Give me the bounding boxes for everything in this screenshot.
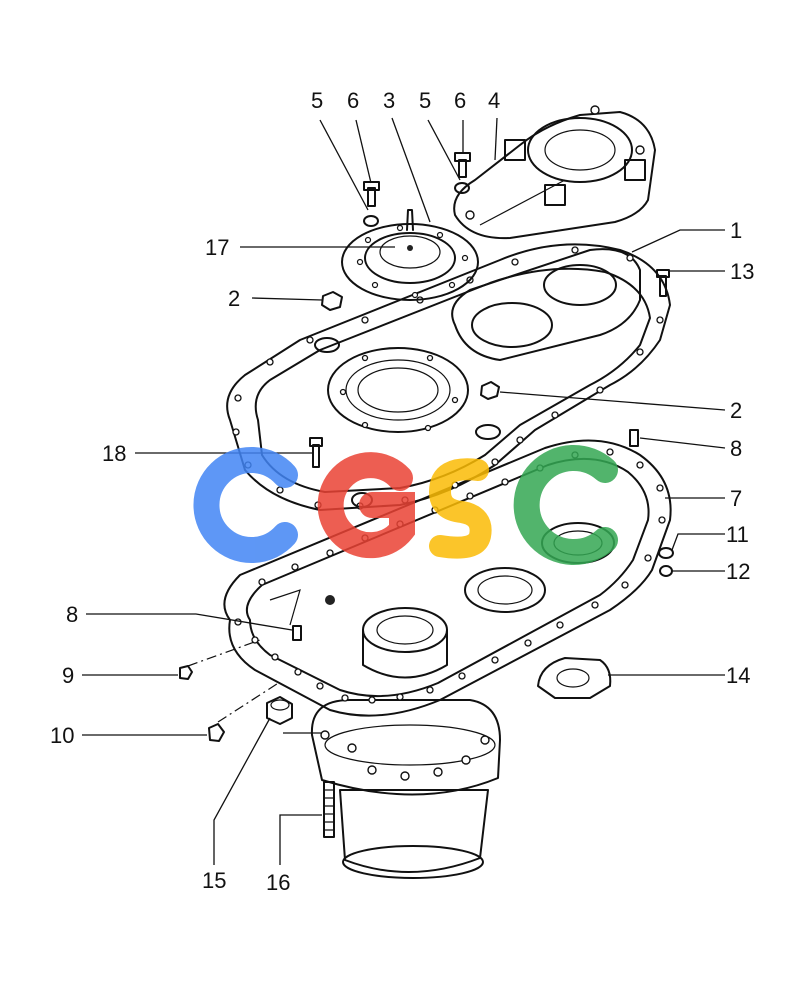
- callout-16: 16: [266, 870, 290, 895]
- alignment-line-9: [187, 639, 261, 667]
- bolt-part-6-left: [363, 181, 380, 207]
- gasket-part-14: [537, 657, 612, 699]
- bearing-cover-part-17: [341, 209, 479, 301]
- stud-part-16: [323, 781, 335, 838]
- nut-part-2-right: [480, 381, 500, 400]
- bolt-part-13: [656, 269, 670, 297]
- nut-part-2-left: [321, 291, 343, 311]
- callout-8-lower: 8: [66, 602, 78, 627]
- callout-8-upper: 8: [730, 436, 742, 461]
- callout-4: 4: [488, 88, 500, 113]
- washer-part-5-left: [363, 215, 379, 227]
- plug-part-9: [179, 665, 193, 680]
- callout-6-right: 6: [454, 88, 466, 113]
- callout-14: 14: [726, 663, 750, 688]
- top-plate-part-4: [453, 105, 656, 240]
- callout-7: 7: [730, 486, 742, 511]
- callout-9: 9: [62, 663, 74, 688]
- washer-part-5-right: [454, 182, 470, 194]
- callout-13: 13: [730, 259, 754, 284]
- dowel-part-8-upper: [629, 429, 639, 447]
- plug-part-10: [208, 723, 225, 742]
- dowel-part-8-lower: [292, 625, 302, 641]
- callout-10: 10: [50, 723, 74, 748]
- nut-part-15: [266, 696, 293, 725]
- seal-part-11: [658, 547, 674, 559]
- watermark-logo: [193, 445, 618, 565]
- callout-2-left: 2: [228, 286, 240, 311]
- bolt-part-6-right: [454, 152, 471, 178]
- callout-6-left: 6: [347, 88, 359, 113]
- leader-lines: [82, 117, 726, 865]
- callout-3: 3: [383, 88, 395, 113]
- callout-2-right: 2: [730, 398, 742, 423]
- callout-5-left: 5: [311, 88, 323, 113]
- callout-15: 15: [202, 868, 226, 893]
- alignment-line-10: [217, 681, 281, 723]
- callout-11: 11: [726, 522, 749, 547]
- output-hub: [310, 699, 501, 879]
- washer-part-12: [659, 565, 673, 577]
- callout-12: 12: [726, 559, 750, 584]
- callout-5-right: 5: [419, 88, 431, 113]
- callout-1: 1: [730, 218, 742, 243]
- callout-17: 17: [205, 235, 229, 260]
- bolt-part-18: [309, 437, 323, 468]
- callout-18: 18: [102, 441, 126, 466]
- callout-labels: 5 6 3 5 6 4 1 17 13 2 2 18 8 7 11 12 8 9…: [50, 88, 754, 895]
